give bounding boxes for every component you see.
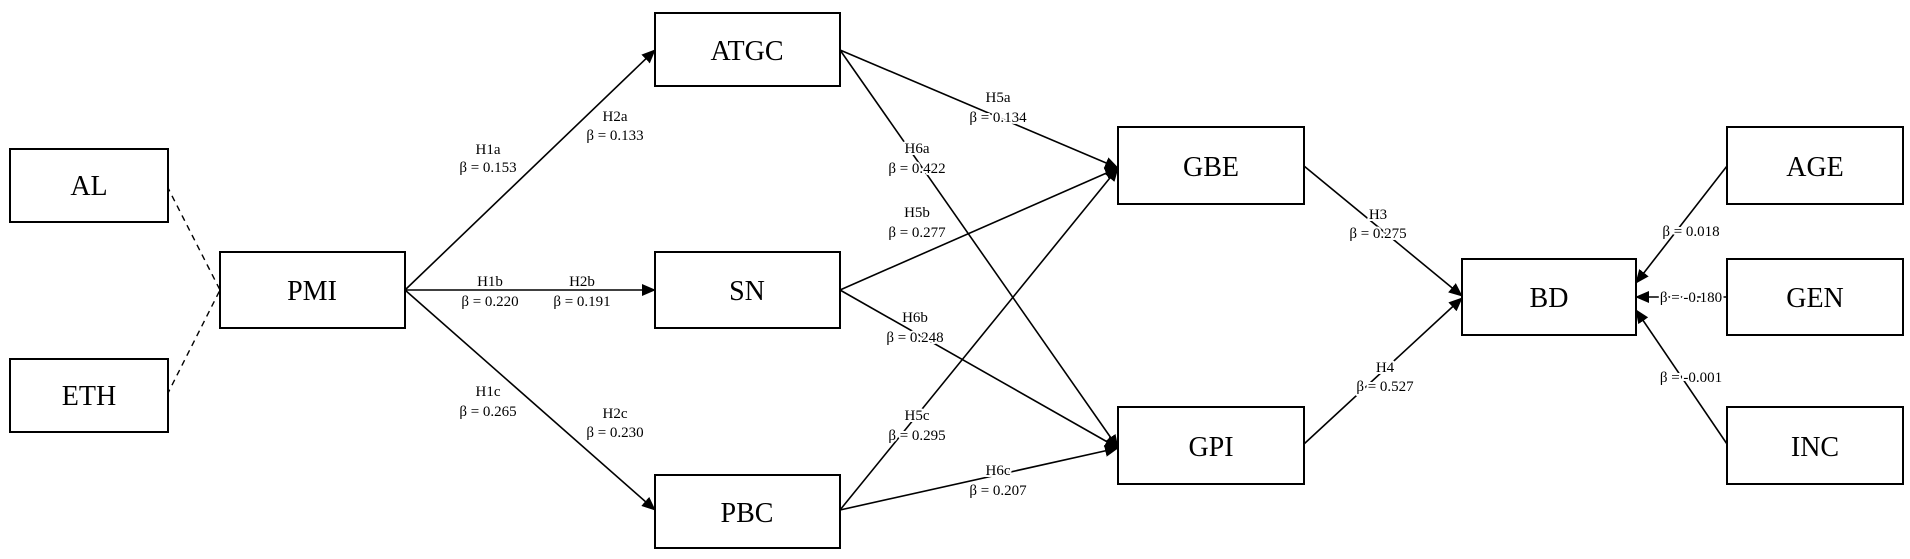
hypothesis-label: H4 bbox=[1376, 360, 1395, 376]
beta-label: β = -0.001 bbox=[1660, 370, 1722, 386]
beta-label: β = 0.133 bbox=[586, 128, 643, 144]
beta-label: β = 0.207 bbox=[969, 483, 1027, 499]
node-label-inc: INC bbox=[1791, 432, 1839, 463]
node-label-eth: ETH bbox=[62, 381, 116, 412]
hypothesis-label: H5b bbox=[904, 205, 930, 221]
arrow-atgc-gpi bbox=[839, 49, 1119, 449]
arrow-inc-bd bbox=[1635, 309, 1728, 445]
edge-label-h1a: H1a β = 0.153 bbox=[457, 140, 518, 178]
hypothesis-label: H6b bbox=[902, 310, 928, 326]
beta-label: β = 0.422 bbox=[888, 161, 945, 177]
hypothesis-label: H1a bbox=[476, 142, 501, 158]
arrow-pbc-gpi bbox=[839, 444, 1119, 511]
node-eth: ETH bbox=[9, 358, 169, 433]
node-label-sn: SN bbox=[729, 276, 765, 307]
beta-label: β = 0.277 bbox=[888, 225, 946, 241]
edge-label-h5b: H5b β = 0.277 bbox=[886, 203, 948, 243]
node-gpi: GPI bbox=[1117, 406, 1305, 485]
edge-label-h5a: H5a β = 0.134 bbox=[967, 88, 1029, 128]
arrow-gpi-bd bbox=[1303, 297, 1463, 445]
arrow-atgc-gbe bbox=[839, 49, 1119, 169]
node-age: AGE bbox=[1726, 126, 1904, 205]
hypothesis-label: H5c bbox=[905, 408, 930, 424]
arrow-pmi-atgc bbox=[404, 49, 656, 291]
edge-label-h4: H4 β = 0.527 bbox=[1354, 358, 1416, 397]
dashed-link-al-pmi bbox=[166, 185, 221, 291]
node-pmi: PMI bbox=[219, 251, 406, 329]
beta-label: β = 0.295 bbox=[888, 428, 945, 444]
node-label-bd: BD bbox=[1530, 283, 1569, 314]
beta-label: β = 0.220 bbox=[461, 294, 518, 310]
edge-label-gen: β = -0.180 bbox=[1658, 288, 1724, 308]
arrow-sn-gpi bbox=[839, 289, 1119, 449]
edge-label-h6c: H6c β = 0.207 bbox=[967, 461, 1029, 501]
edge-label-h6b: H6b β = 0.248 bbox=[884, 308, 945, 348]
beta-label: β = 0.527 bbox=[1356, 379, 1414, 395]
dashed-link-eth-pmi bbox=[166, 289, 221, 396]
arrow-sn-gbe bbox=[839, 167, 1119, 291]
node-inc: INC bbox=[1726, 406, 1904, 485]
edge-label-h2c: H2c β = 0.230 bbox=[584, 404, 645, 443]
beta-label: β = 0.153 bbox=[459, 160, 516, 176]
edge-label-h6a: H6a β = 0.422 bbox=[886, 139, 947, 179]
edge-label-inc: β = -0.001 bbox=[1658, 368, 1724, 388]
edge-label-age: β = 0.018 bbox=[1660, 222, 1721, 242]
beta-label: β = -0.180 bbox=[1660, 290, 1722, 306]
node-gbe: GBE bbox=[1117, 126, 1305, 205]
node-pbc: PBC bbox=[654, 474, 841, 549]
arrow-age-bd bbox=[1635, 165, 1728, 284]
hypothesis-label: H1b bbox=[477, 274, 503, 290]
hypothesis-label: H2b bbox=[569, 274, 595, 290]
edge-label-h2a: H2a β = 0.133 bbox=[584, 107, 645, 146]
node-label-pmi: PMI bbox=[287, 276, 337, 307]
node-atgc: ATGC bbox=[654, 12, 841, 87]
arrow-gbe-bd bbox=[1303, 165, 1463, 297]
node-label-al: AL bbox=[70, 171, 107, 202]
node-bd: BD bbox=[1461, 258, 1637, 336]
beta-label: β = 0.191 bbox=[553, 294, 610, 310]
hypothesis-label: H2a bbox=[603, 109, 628, 125]
beta-label: β = 0.230 bbox=[586, 425, 643, 441]
hypothesis-label: H3 bbox=[1369, 207, 1387, 223]
arrow-pbc-gbe bbox=[839, 167, 1119, 511]
node-gen: GEN bbox=[1726, 258, 1904, 336]
node-label-gen: GEN bbox=[1786, 283, 1844, 314]
hypothesis-label: H1c bbox=[476, 384, 501, 400]
beta-label: β = 0.248 bbox=[886, 330, 943, 346]
hypothesis-label: H6a bbox=[905, 141, 930, 157]
edge-label-h5c: H5c β = 0.295 bbox=[886, 406, 947, 446]
beta-label: β = 0.275 bbox=[1349, 226, 1406, 242]
beta-label: β = 0.265 bbox=[459, 404, 516, 420]
node-sn: SN bbox=[654, 251, 841, 329]
node-label-gpi: GPI bbox=[1188, 432, 1233, 463]
edge-label-h3: H3 β = 0.275 bbox=[1347, 205, 1408, 244]
edge-label-h1c: H1c β = 0.265 bbox=[457, 382, 518, 422]
hypothesis-label: H6c bbox=[986, 463, 1011, 479]
beta-label: β = 0.018 bbox=[1662, 224, 1719, 240]
node-label-age: AGE bbox=[1786, 152, 1844, 183]
hypothesis-label: H2c bbox=[603, 406, 628, 422]
node-label-gbe: GBE bbox=[1183, 152, 1239, 183]
node-al: AL bbox=[9, 148, 169, 223]
edge-label-h2b: H2b β = 0.191 bbox=[551, 272, 612, 312]
node-label-atgc: ATGC bbox=[710, 36, 783, 67]
edge-label-h1b: H1b β = 0.220 bbox=[459, 272, 520, 312]
hypothesis-label: H5a bbox=[986, 90, 1011, 106]
node-label-pbc: PBC bbox=[721, 498, 774, 529]
arrow-pmi-pbc bbox=[404, 289, 656, 511]
beta-label: β = 0.134 bbox=[969, 110, 1027, 126]
